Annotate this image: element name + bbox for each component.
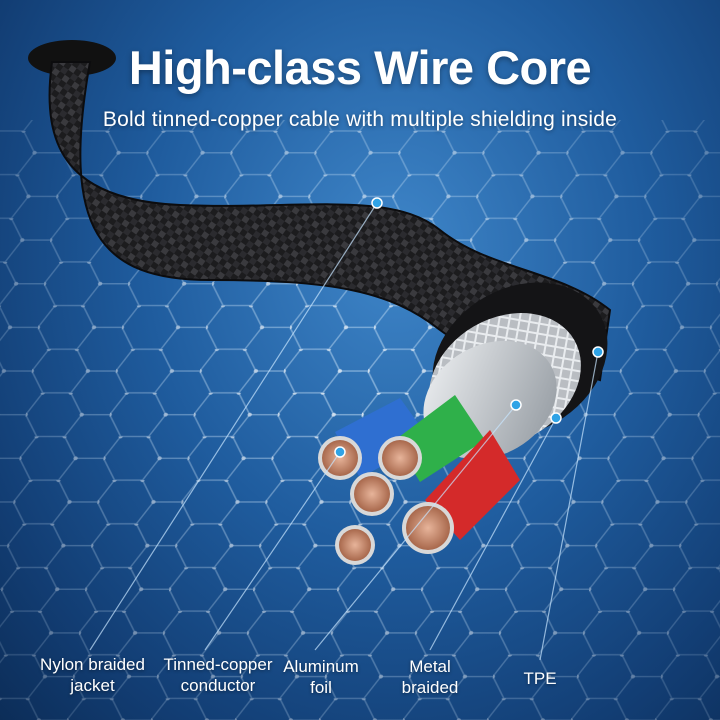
label-metal-braided: Metal braided — [401, 657, 459, 697]
copper-conductors — [318, 436, 454, 565]
headline: High-class Wire Core — [128, 41, 592, 94]
callout-lines — [89, 202, 599, 661]
nylon-braided-cable — [48, 61, 612, 382]
subheadline: Bold tinned-copper cable with multiple s… — [102, 108, 618, 131]
callout-dots — [334, 197, 604, 458]
callout-dot-conductor — [334, 446, 346, 458]
label-tpe: TPE — [523, 669, 557, 688]
cable-end-cap — [28, 40, 116, 76]
label-tinned-copper-conductor: Tinned-copper conductor — [163, 655, 273, 695]
label-aluminum-foil: Aluminum foil — [283, 657, 359, 697]
callout-dot-foil — [510, 399, 522, 411]
callout-dot-jacket — [371, 197, 383, 209]
label-nylon-braided-jacket: Nylon braided jacket — [40, 655, 145, 695]
callout-dot-tpe — [592, 346, 604, 358]
callout-dot-metal — [550, 412, 562, 424]
